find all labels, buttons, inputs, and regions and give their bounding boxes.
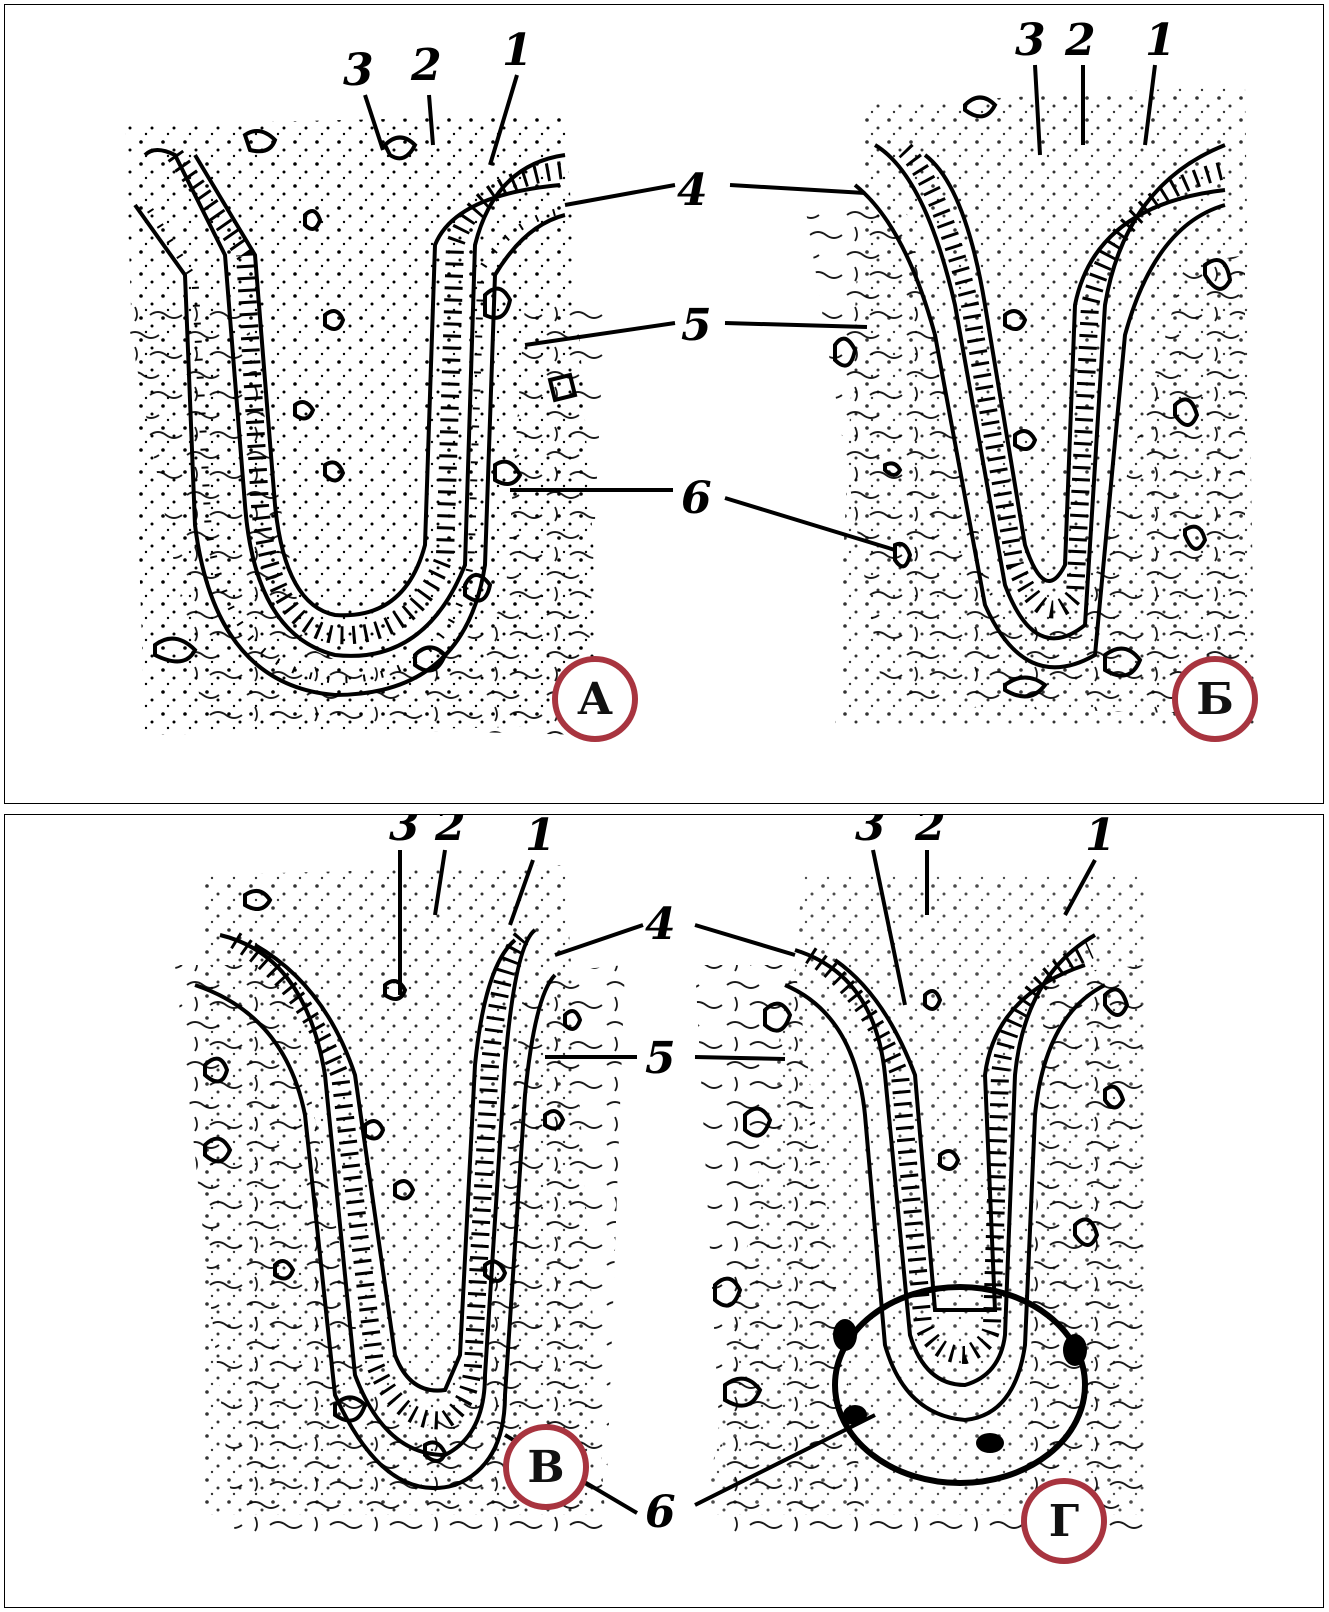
figure-g [695,875,1145,1535]
svg-text:Г: Г [1049,1496,1079,1547]
figure-a [125,115,605,735]
label-1-g: 1 [1085,815,1116,861]
panel-bottom: 3 2 1 3 2 1 4 5 6 В Г [4,814,1324,1608]
label-6-bottom: 6 [645,1487,676,1538]
label-5-top: 5 [681,300,712,351]
label-1-a: 1 [502,25,533,76]
badge-a: А [555,659,635,739]
label-2-b: 2 [1064,15,1096,66]
badge-g: Г [1024,1481,1104,1561]
diagram-bottom: 3 2 1 3 2 1 4 5 6 В Г [5,815,1325,1609]
label-1-b: 1 [1145,15,1176,66]
label-2-v: 2 [434,815,466,851]
svg-text:Б: Б [1196,674,1234,725]
label-1-v: 1 [525,815,556,861]
svg-text:А: А [577,674,613,725]
label-3-a: 3 [343,45,374,96]
label-5-bottom: 5 [645,1033,676,1084]
badge-v: В [506,1427,586,1507]
diagram-top: 3 2 1 3 2 1 4 5 6 А Б [5,5,1325,805]
panel-top: 3 2 1 3 2 1 4 5 6 А Б [4,4,1324,804]
label-3-v: 3 [389,815,420,851]
figure-b [805,85,1255,725]
svg-text:В: В [527,1442,564,1493]
label-4-bottom: 4 [645,899,676,950]
label-4-top: 4 [677,165,708,216]
badge-b: Б [1175,659,1255,739]
label-2-g: 2 [914,815,946,851]
label-3-b: 3 [1015,15,1046,66]
label-3-g: 3 [855,815,886,851]
label-2-a: 2 [410,40,442,91]
label-6-top: 6 [681,473,712,524]
